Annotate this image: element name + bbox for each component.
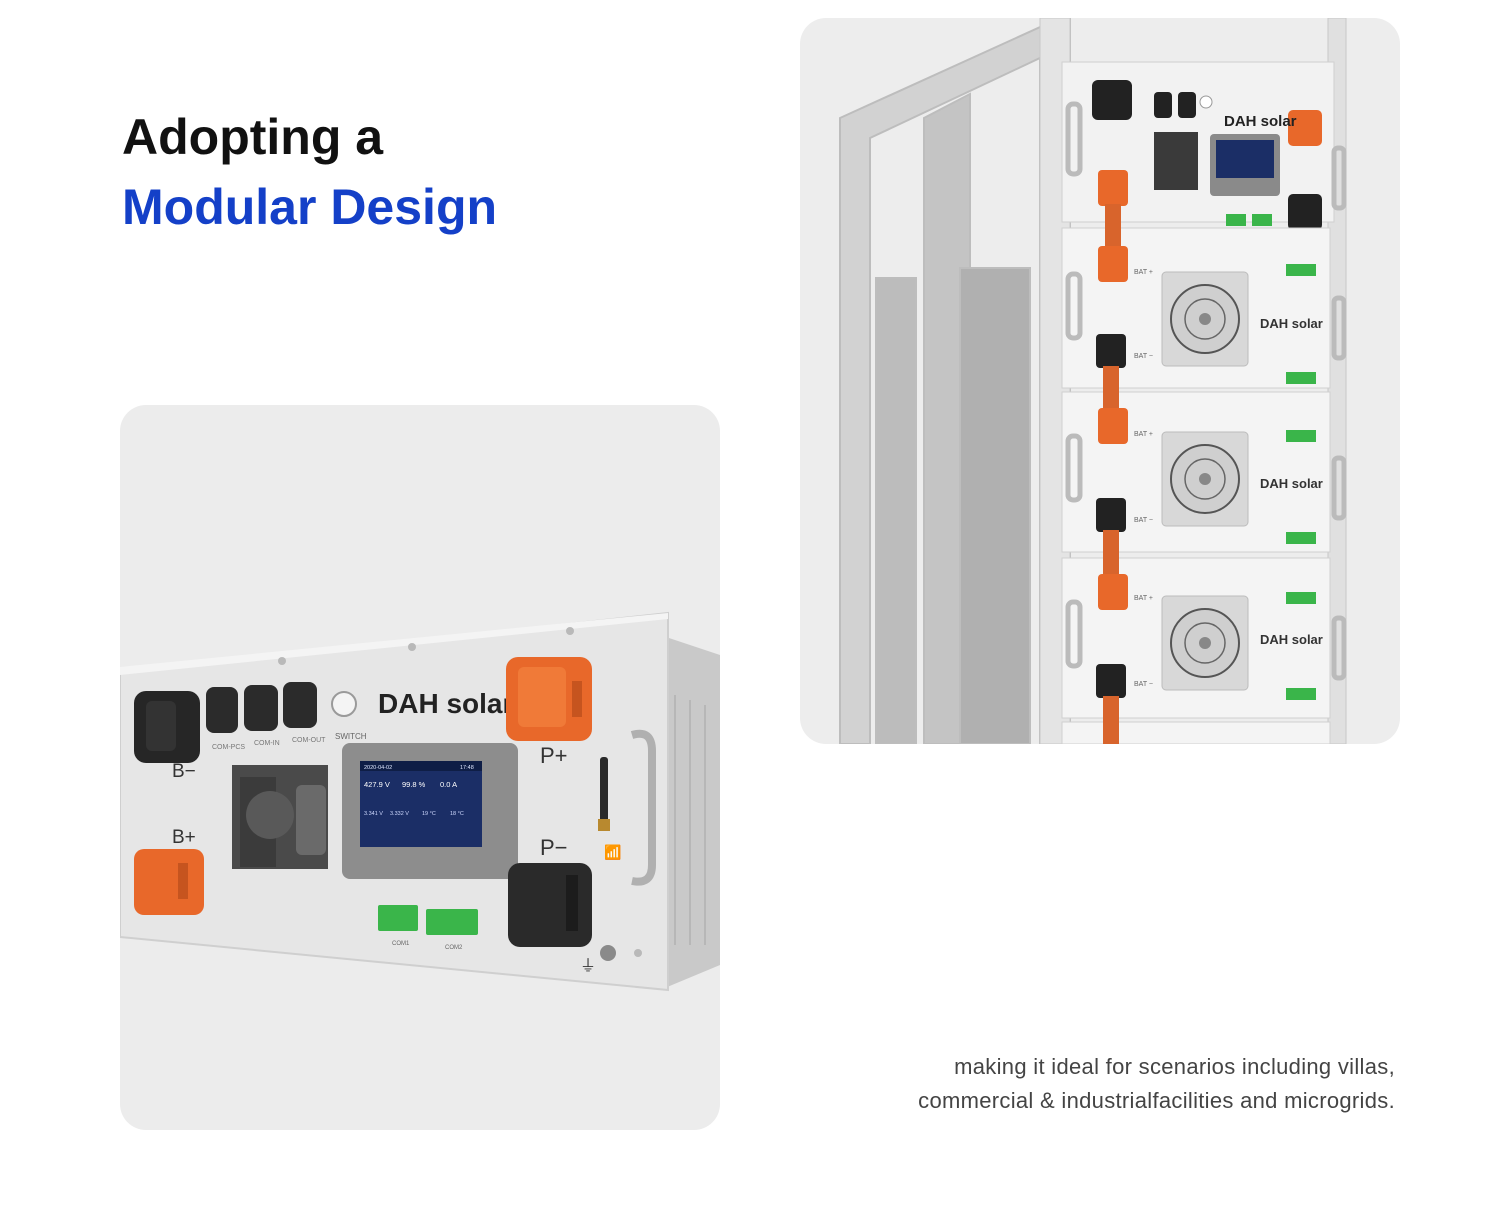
caption-line-2: commercial & industrialfacilities and mi… [918, 1088, 1395, 1113]
p-plus-connector [506, 657, 592, 741]
module-2-bat-minus: BAT − [1134, 517, 1153, 524]
battery-rack-illustration: DAH solar DAH solar BAT + BAT − DAH sola… [839, 18, 1347, 744]
com-out-label: COM-OUT [292, 737, 326, 744]
screen-current: 0.0 A [440, 780, 457, 789]
screw-icons [278, 627, 642, 957]
module-handles [1065, 101, 1347, 681]
rack-brand-logo: DAH solar [1224, 113, 1297, 130]
screen-cell-min: 3.332 V [390, 811, 409, 817]
lcd-display [342, 743, 518, 879]
module-3-bat-plus: BAT + [1134, 595, 1153, 602]
brand-logo: DAH solar [378, 688, 513, 719]
module-2-bat-plus: BAT + [1134, 431, 1153, 438]
b-minus-label: B− [172, 761, 196, 782]
com2-label: COM2 [445, 945, 463, 951]
com-pcs-label: COM-PCS [212, 744, 245, 751]
screen-voltage: 427.9 V [364, 780, 390, 789]
screen-temp-1: 19 °C [422, 811, 436, 817]
screen-soc: 99.8 % [402, 780, 426, 789]
p-plus-label: P+ [540, 743, 568, 768]
b-plus-label: B+ [172, 827, 196, 848]
ground-screw-icon [600, 945, 616, 961]
screen-temp-2: 18 °C [450, 811, 464, 817]
com-ports [206, 682, 317, 733]
switch-label: SWITCH [335, 732, 367, 741]
control-panel-illustration: B− COM-PCS COM-IN COM-OUT SWITCH DAH sol… [120, 611, 720, 992]
caption-line-1: making it ideal for scenarios including … [954, 1054, 1395, 1079]
screen-time: 17:48 [460, 765, 474, 771]
battery-rack-image-card: DAH solar DAH solar BAT + BAT − DAH sola… [800, 18, 1400, 744]
caption-text: making it ideal for scenarios including … [918, 1050, 1395, 1118]
b-plus-connector [134, 849, 204, 915]
p-minus-label: P− [540, 835, 568, 860]
main-rotary-switch [232, 765, 328, 869]
headline-line-1: Adopting a [122, 109, 384, 165]
module-1-brand: DAH solar [1260, 316, 1323, 331]
p-minus-connector [508, 863, 592, 947]
com-in-label: COM-IN [254, 740, 280, 747]
com-terminals [378, 905, 478, 935]
module-3-bat-minus: BAT − [1134, 681, 1153, 688]
rack-frame [839, 18, 1071, 744]
antenna-icon [598, 757, 610, 831]
com1-label: COM1 [392, 941, 410, 947]
ground-icon: ⏚ [580, 956, 596, 975]
screen-date: 2020-04-02 [364, 765, 392, 771]
chassis-handle [630, 729, 656, 886]
module-2-brand: DAH solar [1260, 476, 1323, 491]
module-1-bat-minus: BAT − [1134, 353, 1153, 360]
screen-cell-max: 3.341 V [364, 811, 383, 817]
headline: Adopting a Modular Design [122, 102, 497, 242]
power-button-icon [331, 691, 357, 717]
signal-icon: 📶 [604, 844, 621, 861]
b-minus-connector [134, 691, 200, 763]
module-jumper-cables [1096, 170, 1128, 744]
module-3-brand: DAH solar [1260, 632, 1323, 647]
control-panel-image-card: B− COM-PCS COM-IN COM-OUT SWITCH DAH sol… [120, 405, 720, 1130]
module-1-bat-plus: BAT + [1134, 269, 1153, 276]
headline-line-2: Modular Design [122, 179, 498, 235]
